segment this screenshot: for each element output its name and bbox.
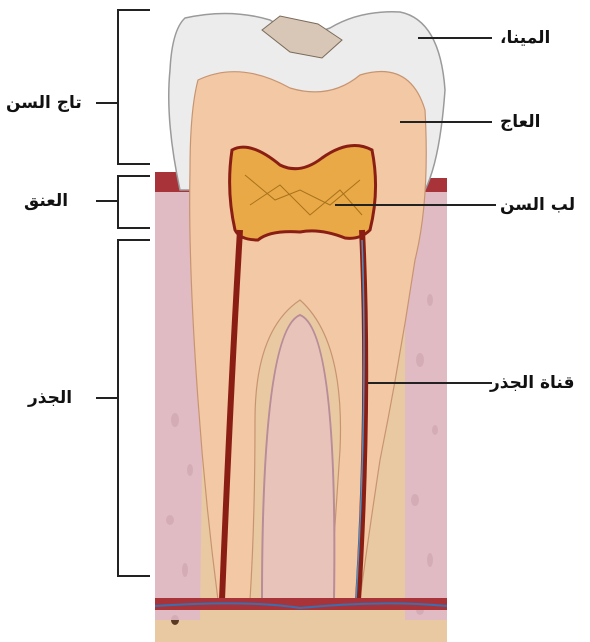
label-crown: تاج السن (6, 93, 82, 113)
label-pulp: لب السن (500, 195, 575, 215)
label-enamel: المينا، (500, 28, 550, 48)
label-dentin: العاج (500, 112, 540, 132)
left-brackets (96, 10, 150, 576)
label-root-canal: قناة الجذر (490, 373, 574, 393)
label-root: الجذر (28, 388, 72, 408)
label-neck: العنق (24, 191, 68, 211)
